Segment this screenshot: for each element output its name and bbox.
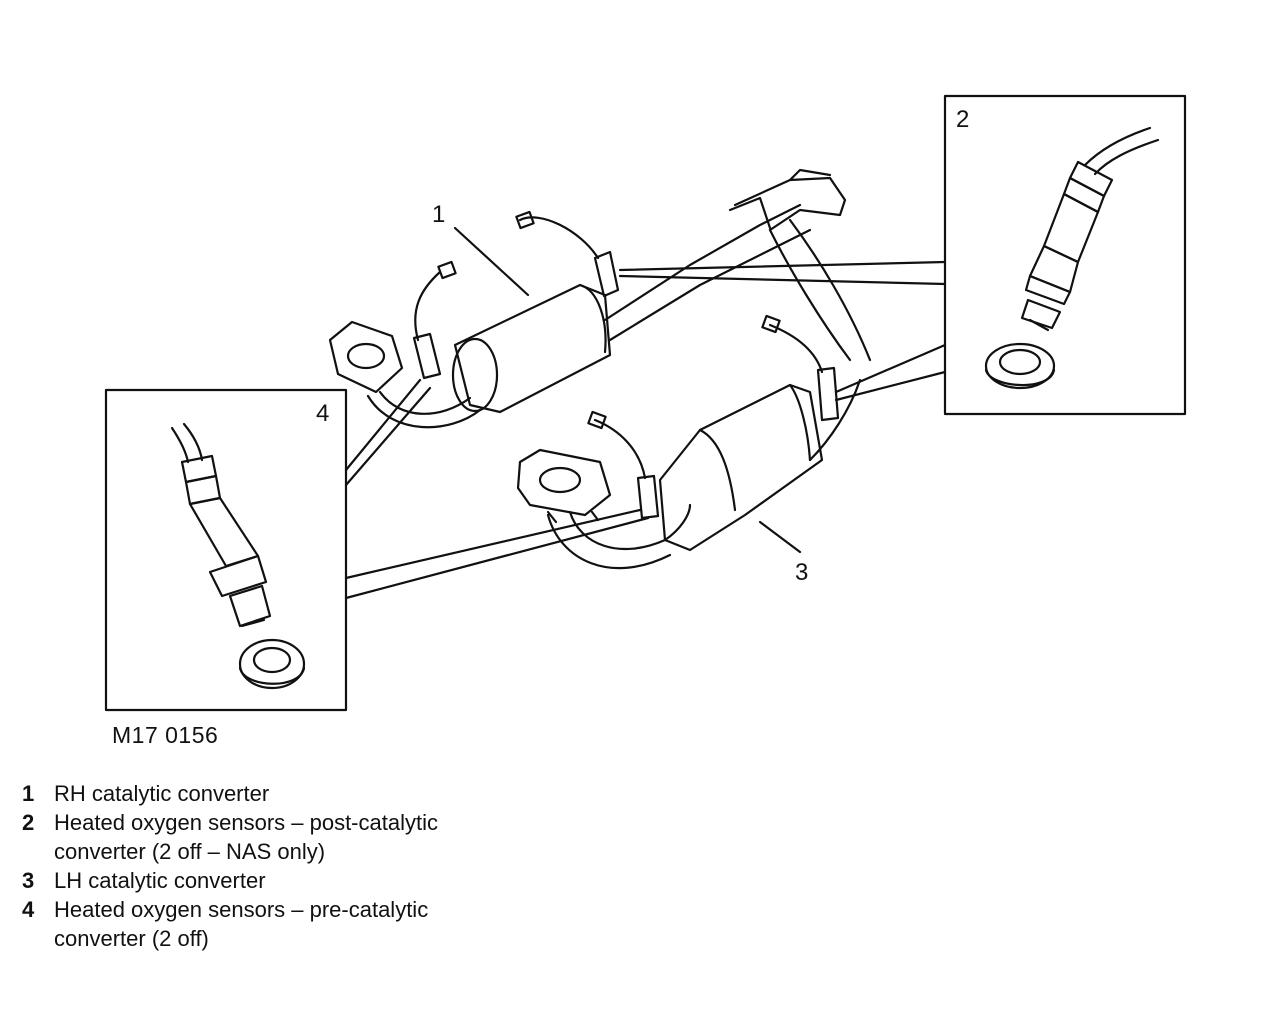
lh-flange xyxy=(516,448,612,517)
inset-pre-catalytic-sensor xyxy=(104,378,650,712)
oxygen-sensor-icon xyxy=(1020,126,1160,332)
sealing-washer-icon xyxy=(984,342,1056,390)
legend-item: 4 Heated oxygen sensors – pre-catalytic … xyxy=(22,895,582,953)
lh-catalytic-converter xyxy=(658,383,824,552)
legend: 1 RH catalytic converter 2 Heated oxygen… xyxy=(22,779,582,953)
legend-number: 1 xyxy=(22,781,35,806)
legend-item: 2 Heated oxygen sensors – post-catalytic… xyxy=(22,808,582,866)
inset-post-catalytic-sensor xyxy=(618,94,1187,416)
sealing-washer-icon xyxy=(238,638,306,690)
legend-text: RH catalytic converter xyxy=(54,781,270,806)
callout-lh-converter: 3 xyxy=(795,559,808,586)
legend-text: Heated oxygen sensors – pre-catalytic co… xyxy=(54,897,429,951)
legend-item: 3 LH catalytic converter xyxy=(22,866,582,895)
figure-reference: M17 0156 xyxy=(112,722,219,748)
rh-catalytic-converter xyxy=(451,283,612,414)
callout-pre-sensor: 4 xyxy=(316,400,329,427)
callout-rh-converter: 1 xyxy=(432,201,445,228)
oxygen-sensor-icon xyxy=(170,422,272,628)
legend-text: LH catalytic converter xyxy=(54,868,266,893)
rh-flange xyxy=(328,320,404,394)
legend-text: Heated oxygen sensors – post-catalytic c… xyxy=(54,810,438,864)
callout-post-sensor: 2 xyxy=(956,106,969,133)
exhaust-assembly xyxy=(328,168,872,570)
legend-item: 1 RH catalytic converter xyxy=(22,779,582,808)
legend-number: 2 xyxy=(22,810,35,835)
legend-number: 4 xyxy=(22,897,35,922)
legend-number: 3 xyxy=(22,868,35,893)
